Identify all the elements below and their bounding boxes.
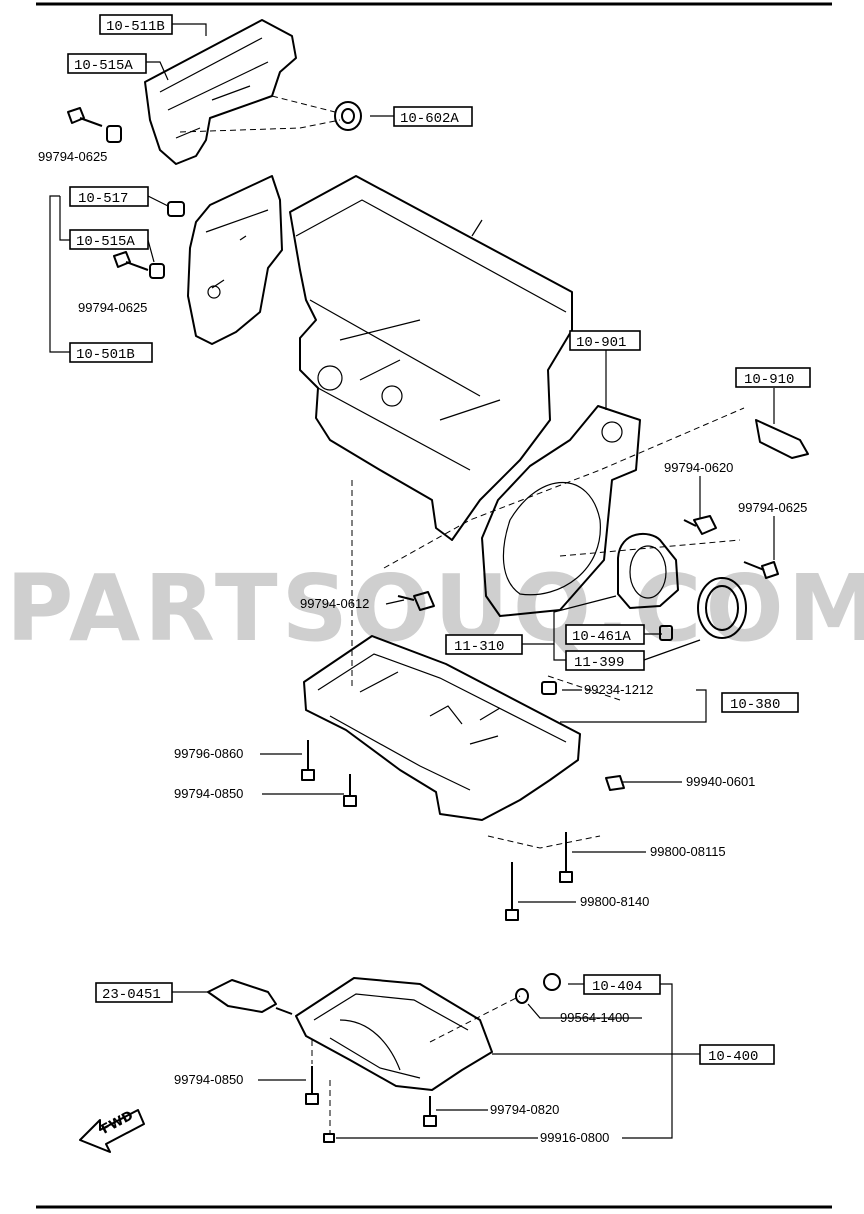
label-99794-0850-mid[interactable]: 99794-0850 xyxy=(174,786,243,801)
svg-text:10-901: 10-901 xyxy=(576,335,626,351)
label-99794-0850-low[interactable]: 99794-0850 xyxy=(174,1072,243,1087)
bolt-drawing-0820 xyxy=(423,1096,437,1127)
box-10-515A-top[interactable]: 10-515A xyxy=(67,53,147,74)
box-10-511B[interactable]: 10-511B xyxy=(99,14,173,35)
label-99794-0820[interactable]: 99794-0820 xyxy=(490,1102,559,1117)
label-99794-0625-top[interactable]: 99794-0625 xyxy=(38,149,107,164)
label-99800-08115[interactable]: 99800-08115 xyxy=(650,844,726,859)
box-11-399[interactable]: 11-399 xyxy=(565,650,645,671)
svg-text:10-515A: 10-515A xyxy=(76,234,135,250)
rear-seal-housing-drawing xyxy=(617,533,679,609)
bolt-drawing-0620 xyxy=(683,515,717,535)
svg-text:10-511B: 10-511B xyxy=(106,19,165,35)
oil-seal-large-drawing xyxy=(697,577,747,639)
label-99564-1400[interactable]: 99564-1400 xyxy=(560,1010,629,1025)
bolt-drawing-0612 xyxy=(397,591,435,611)
fwd-label: FWD xyxy=(99,1108,136,1137)
box-10-501B[interactable]: 10-501B xyxy=(69,342,153,363)
svg-text:10-517: 10-517 xyxy=(78,191,128,207)
bolt-drawing-0850-low xyxy=(305,1066,319,1105)
upper-dashed-lines xyxy=(179,95,341,133)
sealant-tube-drawing xyxy=(207,979,293,1015)
bolt-drawing-mid xyxy=(113,251,149,271)
box-10-400[interactable]: 10-400 xyxy=(699,1044,775,1065)
forward-arrow-icon: FWD xyxy=(79,1108,145,1153)
label-99794-0625-mid[interactable]: 99794-0625 xyxy=(78,300,147,315)
engine-block-drawing xyxy=(289,175,573,541)
middle-dashed-lines xyxy=(351,407,745,849)
svg-text:10-400: 10-400 xyxy=(708,1049,758,1065)
label-99794-0612[interactable]: 99794-0612 xyxy=(300,596,369,611)
upper-timing-cover-drawing xyxy=(144,19,297,165)
nut-drawing-0601 xyxy=(605,775,625,791)
oil-pan-upper-drawing xyxy=(303,635,581,821)
box-10-461A[interactable]: 10-461A xyxy=(565,624,645,645)
svg-text:10-515A: 10-515A xyxy=(74,58,133,74)
box-11-310[interactable]: 11-310 xyxy=(445,634,523,655)
label-99794-0625-right[interactable]: 99794-0625 xyxy=(738,500,807,515)
svg-text:10-404: 10-404 xyxy=(592,979,642,995)
box-10-515A-mid[interactable]: 10-515A xyxy=(69,229,149,250)
label-99794-0620[interactable]: 99794-0620 xyxy=(664,460,733,475)
box-10-517[interactable]: 10-517 xyxy=(69,186,149,207)
box-10-901[interactable]: 10-901 xyxy=(569,330,641,351)
watermark-text: PARTSOUQ.COM xyxy=(6,555,864,662)
svg-text:10-910: 10-910 xyxy=(744,372,794,388)
label-99800-8140[interactable]: 99800-8140 xyxy=(580,894,649,909)
drain-plug-drawing xyxy=(515,973,561,1004)
label-99796-0860[interactable]: 99796-0860 xyxy=(174,746,243,761)
svg-text:11-310: 11-310 xyxy=(454,639,504,655)
oil-seal-drawing xyxy=(334,101,362,131)
oil-pan-lower-drawing xyxy=(295,977,493,1091)
box-23-0451[interactable]: 23-0451 xyxy=(95,982,173,1003)
svg-text:10-602A: 10-602A xyxy=(400,111,459,127)
label-99940-0601[interactable]: 99940-0601 xyxy=(686,774,755,789)
plug-drawing xyxy=(659,625,673,641)
box-10-602A[interactable]: 10-602A xyxy=(393,106,473,127)
nut-drawing-1212 xyxy=(541,681,557,695)
leader-lines xyxy=(49,23,775,1139)
bolt-drawing-0850-mid xyxy=(343,774,357,807)
cap-drawing-top xyxy=(106,125,122,143)
bolt-drawing-0625-right xyxy=(743,561,779,579)
box-10-380[interactable]: 10-380 xyxy=(721,692,799,713)
box-10-910[interactable]: 10-910 xyxy=(735,367,811,388)
svg-text:23-0451: 23-0451 xyxy=(102,987,161,1003)
nut-drawing-0800 xyxy=(323,1133,335,1143)
bracket-drawing xyxy=(755,419,809,459)
svg-text:10-501B: 10-501B xyxy=(76,347,135,363)
box-10-404[interactable]: 10-404 xyxy=(583,974,661,995)
lower-dashed-lines xyxy=(311,995,521,1134)
bolt-drawing-0860 xyxy=(301,740,315,781)
svg-text:11-399: 11-399 xyxy=(574,655,624,671)
svg-text:10-380: 10-380 xyxy=(730,697,780,713)
stud-drawing-8140 xyxy=(505,862,519,921)
label-99916-0800[interactable]: 99916-0800 xyxy=(540,1130,609,1145)
svg-text:10-461A: 10-461A xyxy=(572,629,631,645)
cap-drawing-mid xyxy=(149,201,185,279)
label-99234-1212[interactable]: 99234-1212 xyxy=(584,682,653,697)
bolt-drawing-top xyxy=(67,107,103,127)
rear-plate-drawing xyxy=(481,405,641,617)
stud-drawing-08115 xyxy=(559,832,573,883)
lower-timing-cover-drawing xyxy=(187,175,283,345)
